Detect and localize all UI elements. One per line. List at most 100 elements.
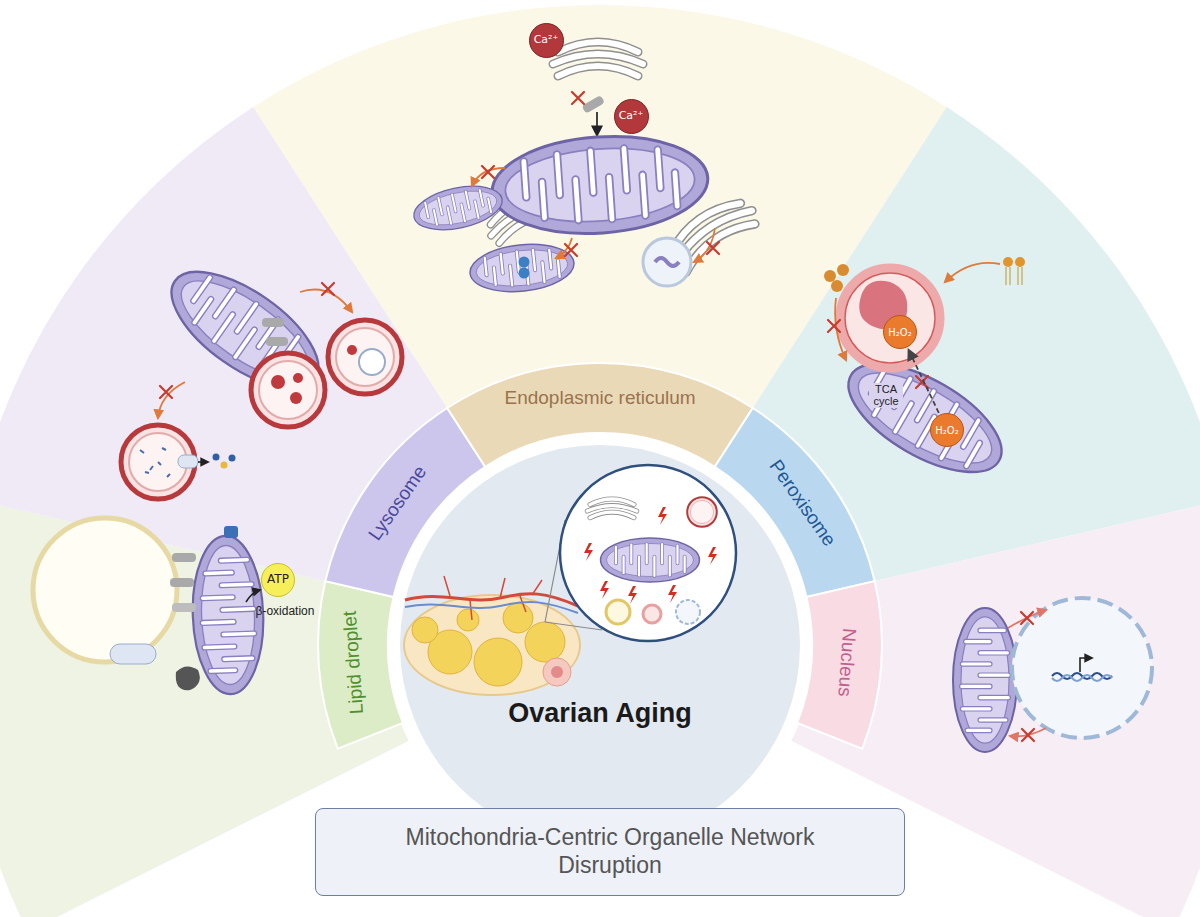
- contact-protein: [176, 666, 200, 690]
- orange-arrow: [158, 382, 185, 418]
- pathway-label: TCA cycle: [869, 383, 903, 408]
- block-x: [572, 92, 584, 104]
- er-illustration: [410, 42, 759, 297]
- content: [293, 373, 303, 383]
- organelle-band-label: Lipid droplet: [339, 605, 370, 718]
- follicle: [525, 622, 565, 662]
- node-text: Nucleus: [832, 627, 860, 697]
- summary-box: Mitochondria-Centric Organelle Network D…: [315, 808, 905, 896]
- h2o2-molecule: H₂O₂: [883, 315, 917, 349]
- damage-bolt: [708, 547, 717, 565]
- flow-arrow: [246, 590, 260, 602]
- mitochondrion: [601, 538, 700, 582]
- center-circle: [395, 440, 805, 850]
- orange-arrow: [694, 228, 715, 262]
- damage-bolt: [658, 507, 667, 525]
- flow-arrow: [596, 112, 598, 135]
- lipid-tail: [1006, 267, 1022, 285]
- diffusion-arrow: [908, 349, 939, 413]
- calcium-ion: Ca²⁺: [529, 23, 564, 58]
- organelle-band-label: Lysosome: [362, 458, 435, 548]
- peroxisome: [643, 605, 661, 623]
- autophagosome: [643, 238, 691, 286]
- vesicle: [359, 349, 385, 375]
- lipid-head: [1003, 257, 1013, 267]
- nucleus-illustration: [953, 598, 1152, 752]
- mitochondrion: [468, 239, 577, 296]
- tether: [172, 603, 196, 612]
- band-nucleus: [797, 581, 882, 749]
- node-text: ATP: [267, 573, 289, 586]
- node-text: Ca²⁺: [534, 34, 559, 46]
- dot: [221, 462, 228, 469]
- lysosome: [328, 320, 402, 394]
- promoter-arrow: [1080, 658, 1092, 672]
- fragments: [140, 448, 170, 477]
- follicle: [503, 603, 533, 633]
- pathway-label: β-oxidation: [256, 605, 315, 619]
- lysosome-illustration: [121, 250, 402, 499]
- peroxisome-illustration: [824, 257, 1025, 494]
- atp-molecule: ATP: [261, 563, 295, 597]
- lipid-droplet: [606, 600, 630, 624]
- node-text: H₂O₂: [935, 425, 958, 436]
- transporter: [178, 455, 198, 468]
- follicle: [474, 638, 522, 686]
- node-text: Endoplasmic reticulum: [505, 387, 696, 410]
- vesicle: [676, 600, 700, 624]
- flow-arrow: [198, 461, 208, 463]
- nucleus: [1012, 598, 1152, 738]
- node-text: Mitochondria-Centric Organelle Network D…: [376, 824, 844, 879]
- node-text: Lysosome: [364, 461, 432, 544]
- coat-protein: [110, 644, 156, 664]
- mitochondrion: [410, 179, 506, 237]
- oocyte: [551, 666, 563, 678]
- damage-bolt: [600, 581, 609, 599]
- fission-protein: [519, 257, 530, 268]
- damage-bolt: [668, 585, 677, 603]
- er-stack: [553, 42, 643, 76]
- lipid-illustration: [33, 518, 266, 695]
- h2o2-molecule: H₂O₂: [930, 413, 964, 447]
- tether: [262, 318, 284, 327]
- follicle: [543, 658, 571, 686]
- block-x: [1022, 729, 1034, 741]
- orange-arrow: [945, 263, 1000, 282]
- membrane: [845, 273, 935, 363]
- fission-protein: [519, 268, 530, 279]
- content: [271, 375, 285, 389]
- content: [290, 392, 302, 404]
- lipid-droplet: [33, 518, 177, 662]
- node-text: Ca²⁺: [619, 110, 644, 122]
- mitochondrion: [832, 342, 1018, 493]
- dot: [229, 455, 236, 462]
- follicle: [412, 617, 438, 643]
- damage-bolt: [584, 543, 593, 561]
- signal-arrow: [1008, 610, 1046, 628]
- mitochondrion: [489, 130, 711, 241]
- block-x: [707, 242, 719, 254]
- mitochondrion: [953, 608, 1017, 752]
- mito-fragment: [655, 258, 679, 266]
- vein: [405, 602, 578, 613]
- dna: [1052, 675, 1112, 681]
- artery-branch: [444, 576, 542, 620]
- center-circle-node: Ovarian Aging: [395, 440, 805, 850]
- orange-arrow: [300, 290, 352, 313]
- block-x: [1021, 612, 1033, 624]
- node-text: Peroxisome: [764, 455, 840, 550]
- block-x: [565, 244, 577, 256]
- lysosome: [251, 353, 325, 427]
- block-x: [160, 386, 172, 398]
- band-lipid: [318, 581, 403, 749]
- block-x: [482, 166, 494, 178]
- substrate: [824, 270, 836, 282]
- content: [347, 345, 357, 355]
- damage-bolt: [628, 586, 637, 604]
- follicle: [457, 609, 479, 631]
- node-text: Lipid droplet: [339, 609, 369, 714]
- ovary-illustration: [404, 465, 736, 695]
- lipid-head: [1015, 257, 1025, 267]
